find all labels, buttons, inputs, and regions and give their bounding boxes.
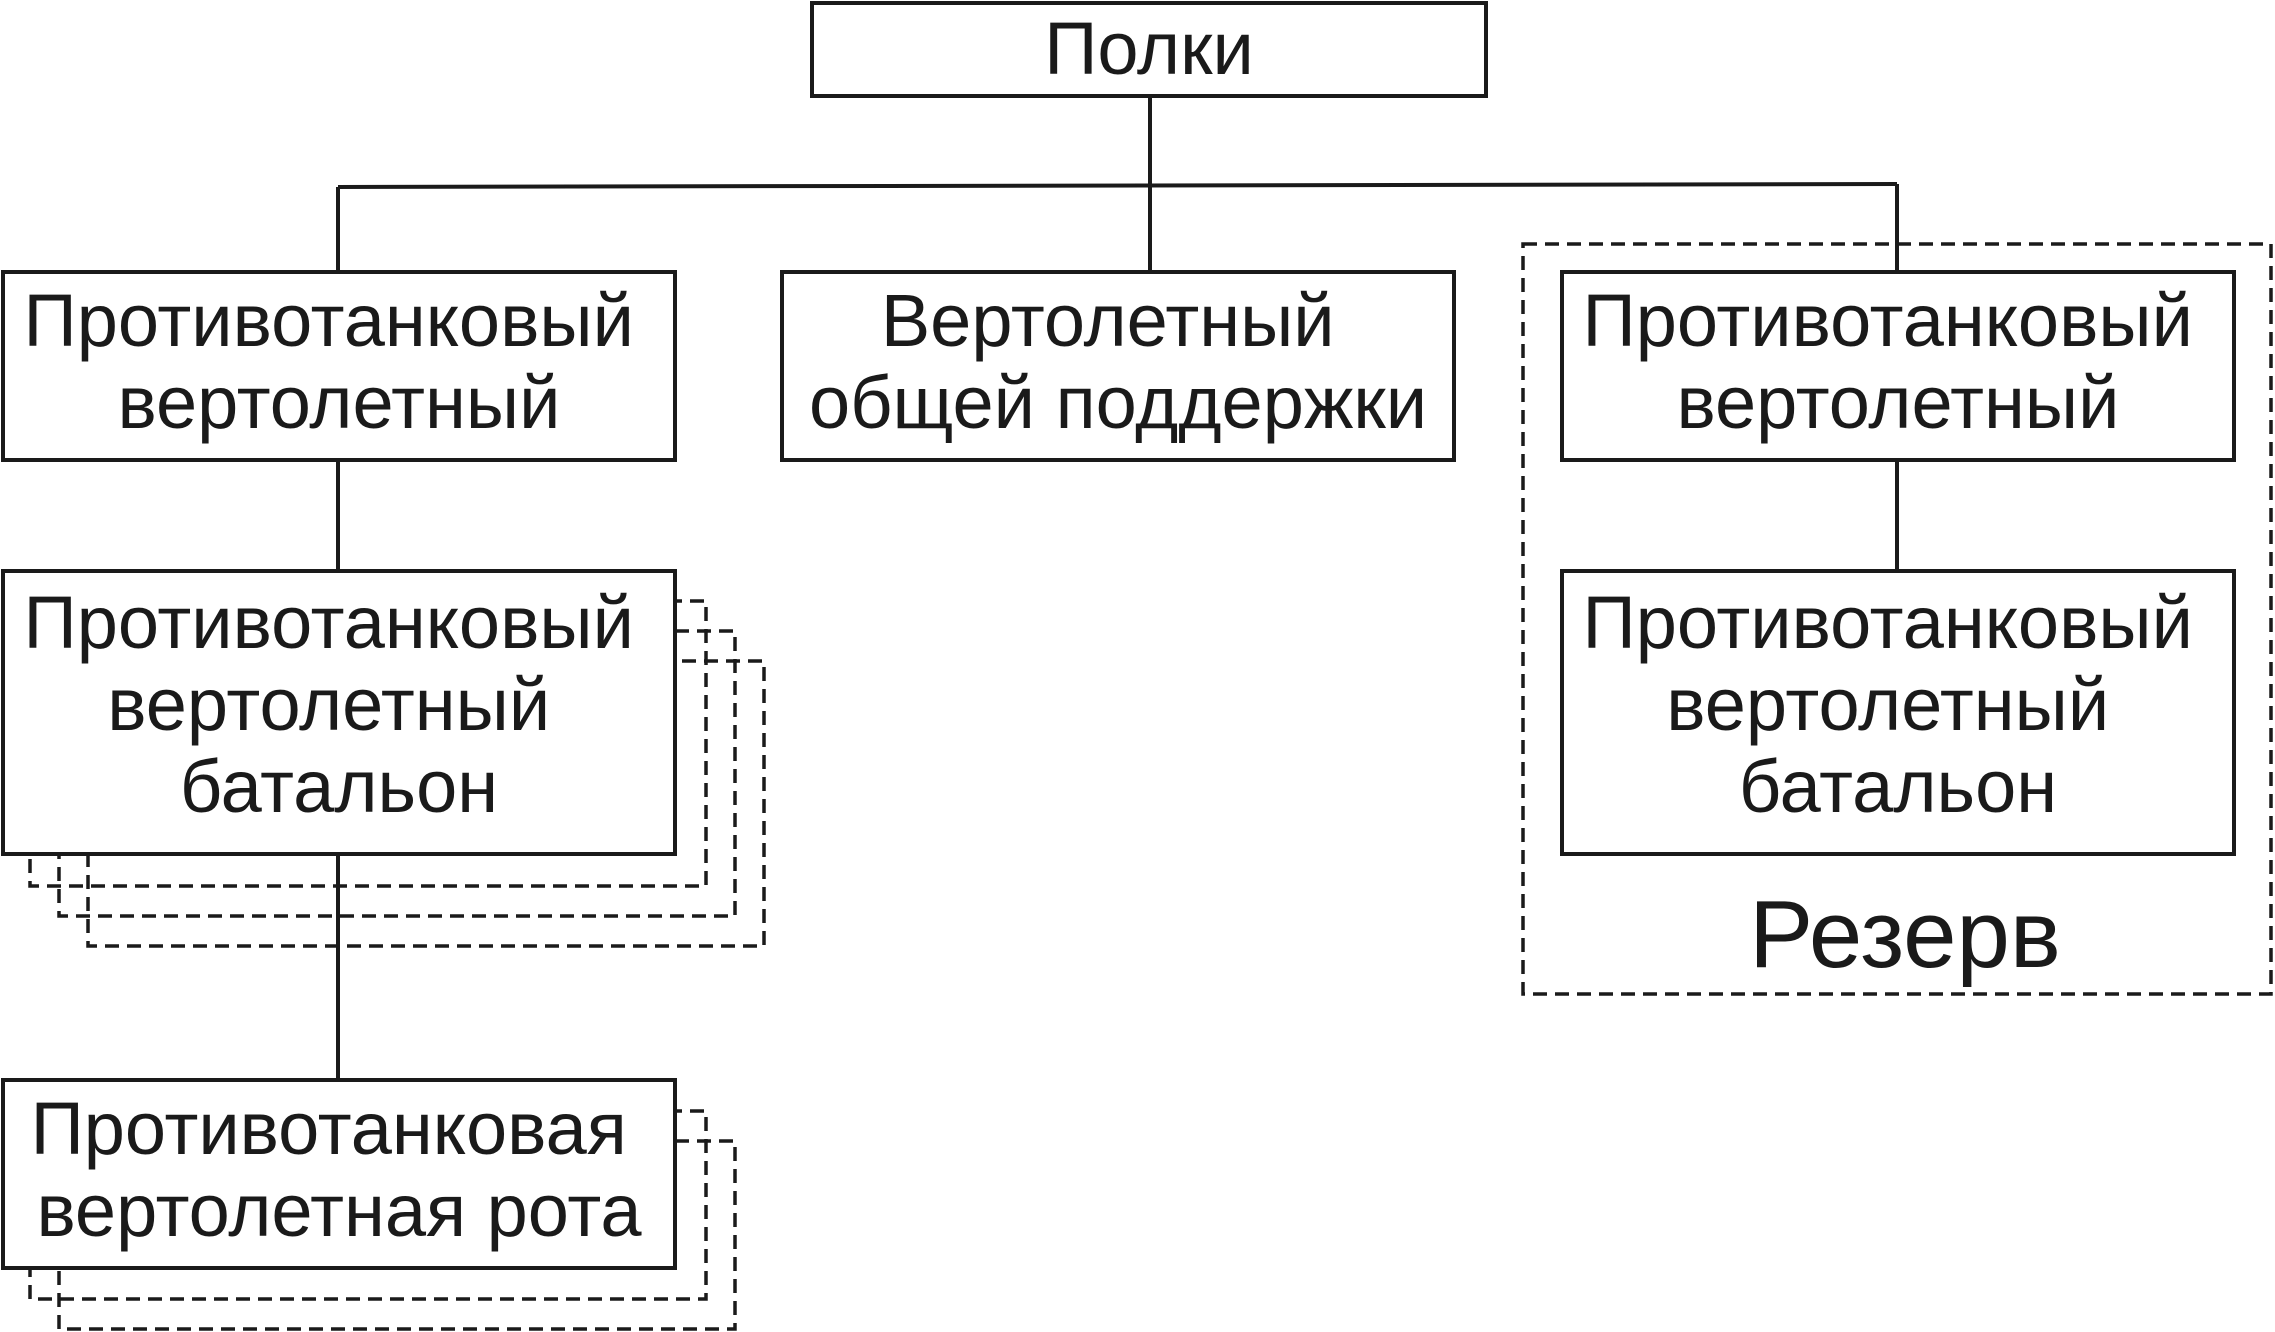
label-root: Полки xyxy=(1044,7,1254,90)
box-company xyxy=(1,1078,677,1270)
box-heli-general xyxy=(780,270,1456,462)
label-battalion-left: Противотанковый вертолетный батальон xyxy=(24,581,655,828)
label-at-heli-right: Противотанковый вертолетный xyxy=(1583,279,2214,444)
connectors xyxy=(336,96,1899,1080)
connector-horizontal xyxy=(337,182,1898,189)
label-battalion-right: Противотанковый вертолетный батальон xyxy=(1583,581,2214,828)
box-battalion-right xyxy=(1560,569,2236,856)
reserve-label: Резерв xyxy=(1749,881,2061,988)
label-heli-general: Вертолетный общей поддержки xyxy=(809,279,1427,444)
label-at-heli-left: Противотанковый вертолетный xyxy=(24,279,655,444)
box-battalion-left xyxy=(1,569,677,856)
reserve-frame xyxy=(1521,242,2273,996)
box-at-heli-right xyxy=(1560,270,2236,462)
box-at-heli-left xyxy=(1,270,677,462)
label-company: Противотанковая вертолетная рота xyxy=(31,1087,648,1252)
box-root xyxy=(810,1,1488,98)
